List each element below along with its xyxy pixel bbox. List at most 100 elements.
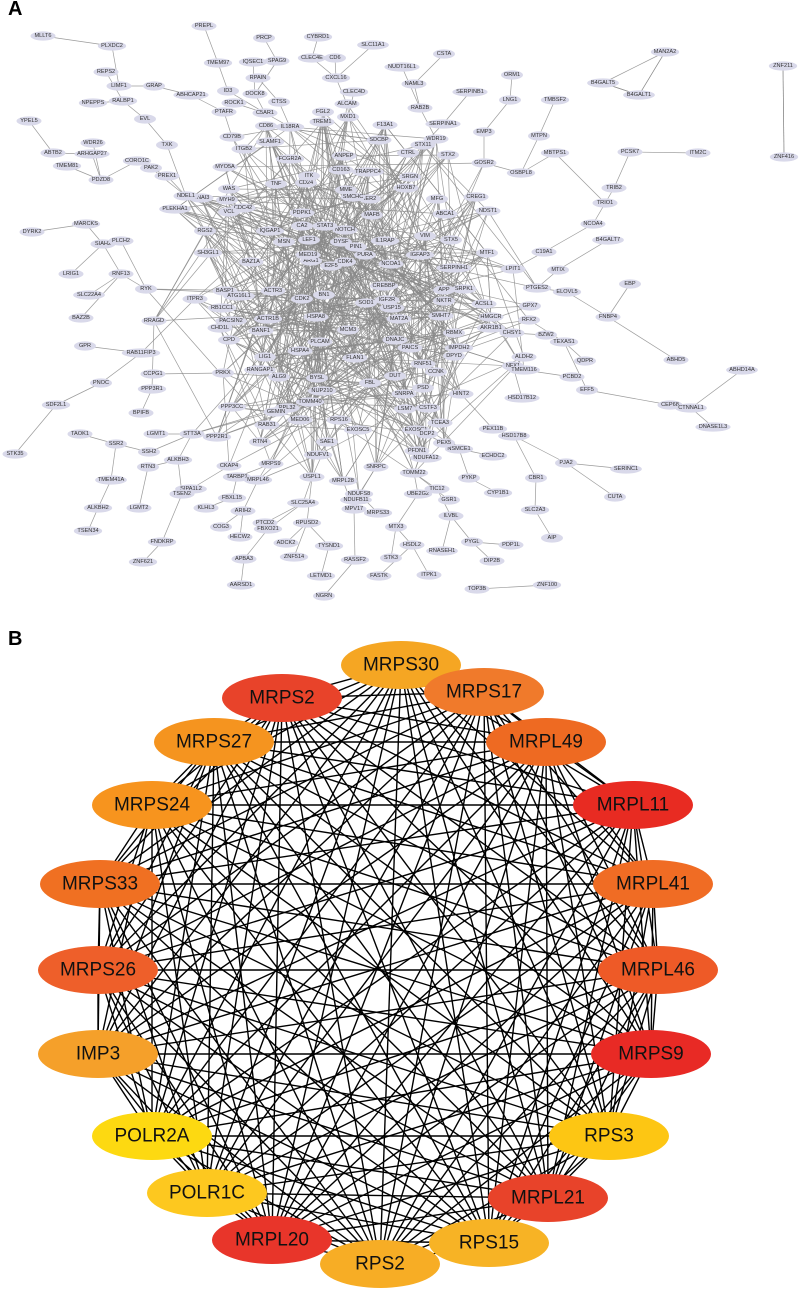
network-a-node: TCEA3 [427,418,453,428]
network-a-node-label: RFX2 [522,317,536,323]
network-a-node: PEX11B [478,424,508,434]
network-a-edge [191,261,346,435]
network-a-node-label: RRAGD [144,318,164,324]
network-a-edge [200,197,288,409]
network-b-edge [97,1053,549,1199]
network-a-node-label: TSEN2 [173,491,191,497]
network-a-node-label: FCGR2A [279,156,302,162]
network-a-node: CREG1 [463,192,489,202]
network-a-node: HECW2 [227,532,253,542]
network-a-node: MED19 [295,250,321,260]
hub-gene-node: MRPL21 [488,1174,608,1222]
network-a-node: RALBP1 [108,96,138,106]
network-a-edge [221,307,349,331]
network-a-node: ALKBH2 [83,503,113,513]
network-a-edge [219,138,437,329]
network-a-node: CDK2 [291,294,313,304]
network-a-node: FNBP4 [595,312,621,322]
network-a-node: LNG1 [499,95,521,105]
network-a-node: TXK [156,140,178,150]
network-a-node-label: LIMF1 [111,83,127,89]
network-a-edge [275,267,455,413]
network-b-edge [97,969,610,1137]
network-a-edge [323,154,449,296]
network-a-edge [319,341,359,431]
network-a-edge [185,195,371,200]
network-a-node-label: TSEN34 [77,528,98,534]
network-a-edge [194,230,271,300]
network-a-node-label: NCOA4 [583,221,602,227]
network-a-node: NDEL1 [173,191,199,201]
network-a-node-label: PCBD2 [563,374,582,380]
network-a-node-label: HINT2 [453,391,469,397]
network-a-node-label: ABTB2 [44,150,62,156]
network-a-node-label: STK3 [384,555,398,561]
network-a-node-label: NDUFB11 [343,497,368,503]
network-b-edge [99,741,547,885]
network-a-edge [174,208,455,334]
network-a-edge [384,124,427,459]
network-a-node-label: PYKP [462,475,477,481]
network-a-node: DIP2B [479,556,505,566]
network-a-node: CD163 [328,165,354,175]
network-a-edge [207,252,418,452]
network-a-node: ROCK1 [221,98,247,108]
network-a-node: MTIX [547,265,569,275]
network-a-node: NOTCH [332,225,358,235]
network-b-edge [151,664,402,1137]
network-a-edge [203,25,219,64]
network-a-node: STX5 [440,235,462,245]
network-a-node-label: BAZ2B [72,315,90,321]
network-a-node: MLLT6 [30,31,56,41]
hub-gene-label: MRPL20 [235,1230,309,1251]
network-a-edge [311,198,438,478]
network-b-edge [213,741,273,1241]
network-a-edge [243,139,380,150]
hub-gene-node: MRPS24 [92,781,212,829]
network-a-edge [14,404,57,455]
network-a-node-label: TXK [162,142,173,148]
network-a-node-label: EBP [624,281,635,287]
network-a-node: STK35 [2,449,28,459]
network-a-node: ZNF514 [279,552,309,562]
network-a-node-label: MTX3 [389,524,404,530]
network-a-node: LEF1 [298,235,320,245]
network-a-node-label: COG3 [213,524,229,530]
network-a-node-label: CEP68 [661,402,679,408]
hub-gene-label: MRPS26 [60,960,136,981]
network-a-node-label: MED19 [299,252,318,258]
network-a-node-label: PPP3R1 [141,386,162,392]
network-a-node: SLC25A4 [287,498,319,508]
network-a-node-label: WAS [223,186,236,192]
network-a-node: NGRN [313,591,335,601]
network-a-node-label: MYH9 [219,197,235,203]
network-a-node-label: F13A1 [377,122,393,128]
network-a-node-label: FLAN1 [346,355,363,361]
network-a-node-label: DUT [389,373,401,379]
network-a-node-label: ARHGAP27 [77,151,107,157]
network-a-node: NDUFB11 [340,495,372,505]
network-a-node: NSMCE1 [444,444,474,454]
network-a-node-label: DNASE1L3 [699,424,728,430]
network-a-edge [330,265,513,334]
network-a-node-label: APBA3 [235,556,253,562]
network-a-edge [153,320,218,438]
network-a-node: MYO5A [212,162,238,172]
network-a-node: MTF1 [476,248,498,258]
network-a-node: ZNF211 [768,61,798,71]
network-a-node: ITPR3 [182,294,208,304]
network-a-node: KLHL3 [193,503,219,513]
network-a-node-label: STX2 [441,152,455,158]
network-a-edge [265,125,269,320]
network-a-edge [441,515,452,552]
network-a-node: USPL1 [299,472,325,482]
hub-gene-label: MRPS33 [62,874,138,895]
network-a-node-label: CD24 [299,180,313,186]
network-a-edge [301,225,385,287]
network-a-node: TAOK1 [67,429,93,439]
network-a-node-label: FNBP4 [599,314,617,320]
network-a-node: FNDKRP [147,537,177,547]
network-a-edge [390,526,397,559]
network-a-node-label: PREPL [195,23,213,29]
network-a-node-label: PDP1L [502,542,520,548]
